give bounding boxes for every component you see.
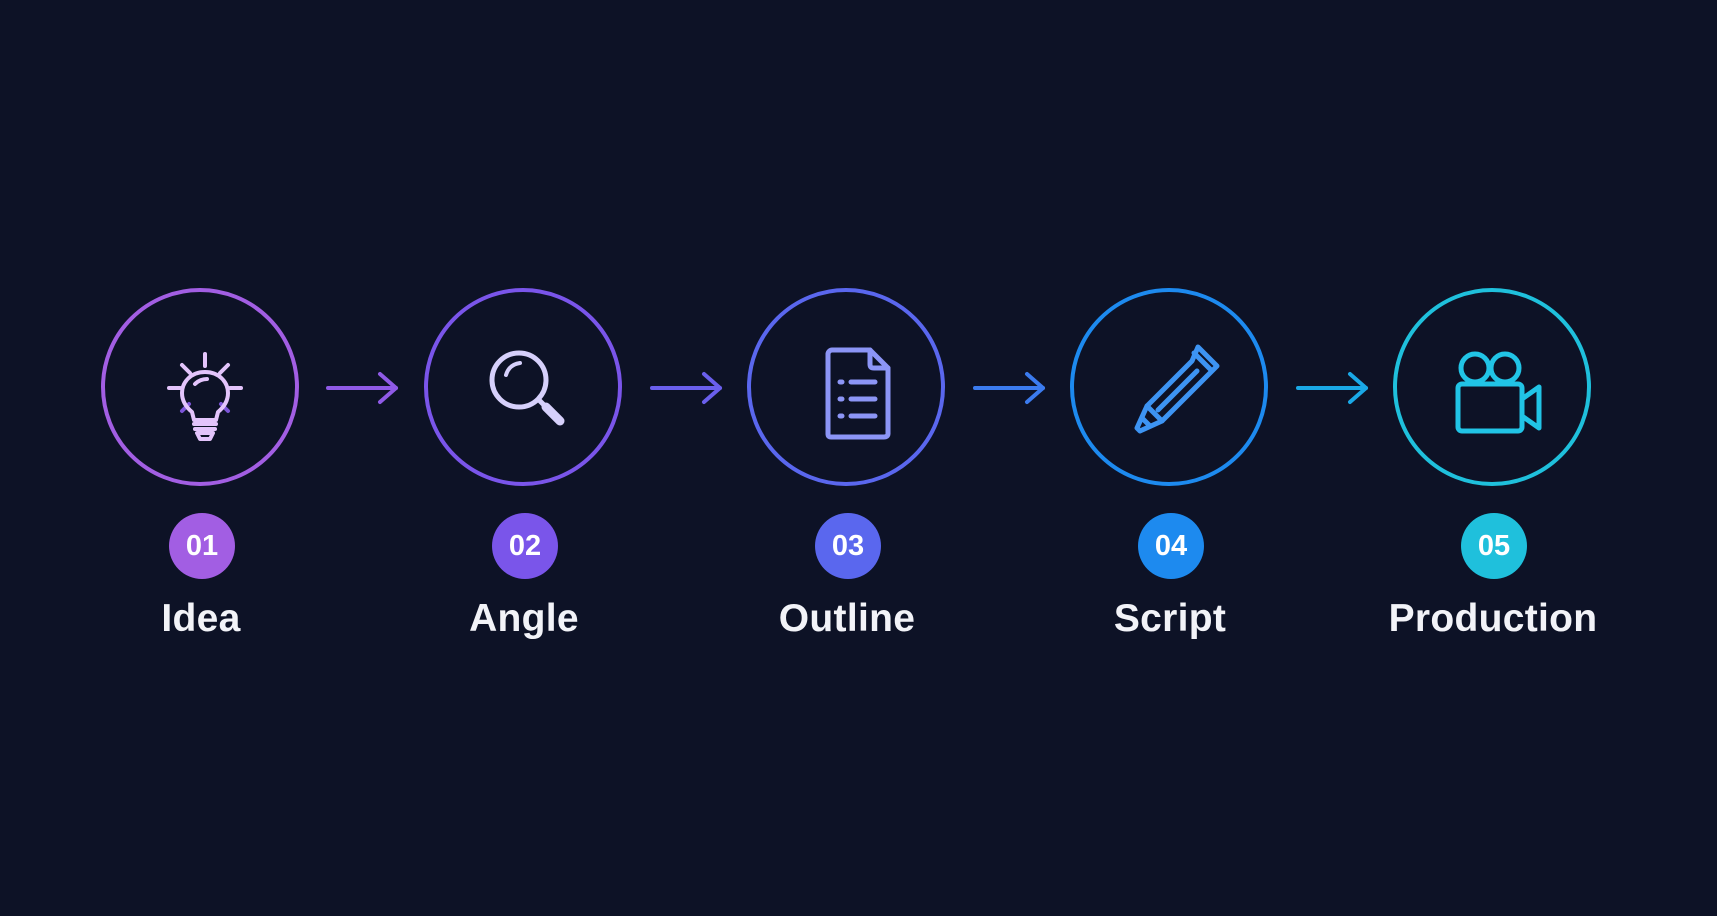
step-angle: 02 Angle [396,288,656,658]
step-number-badge: 04 [1138,513,1204,579]
video-camera-icon [1455,351,1542,434]
step-number-badge: 01 [169,513,235,579]
step-production: 05 Production [1365,288,1625,658]
step-ring [424,288,622,486]
step-number-badge: 03 [815,513,881,579]
lightbulb-icon [167,352,243,441]
arrow-right-icon [973,372,1045,404]
step-label: Script [1113,597,1227,640]
step-ring [747,288,945,486]
arrow-right-icon [326,372,398,404]
magnifying-glass-icon [489,350,565,426]
arrow-right-icon [650,372,722,404]
step-label: Idea [161,597,241,640]
step-label: Angle [469,597,579,640]
step-number-badge: 05 [1461,513,1527,579]
step-label: Production [1388,597,1598,640]
step-number-badge: 02 [492,513,558,579]
pencil-icon [1134,344,1220,434]
step-idea: 01 Idea [73,288,333,658]
step-script: 04 Script [1042,288,1302,658]
step-outline: 03 Outline [719,288,979,658]
step-label: Outline [778,597,916,640]
step-ring [1070,288,1268,486]
step-ring [1393,288,1591,486]
document-icon [825,347,891,440]
arrow-right-icon [1296,372,1368,404]
step-ring [101,288,299,486]
